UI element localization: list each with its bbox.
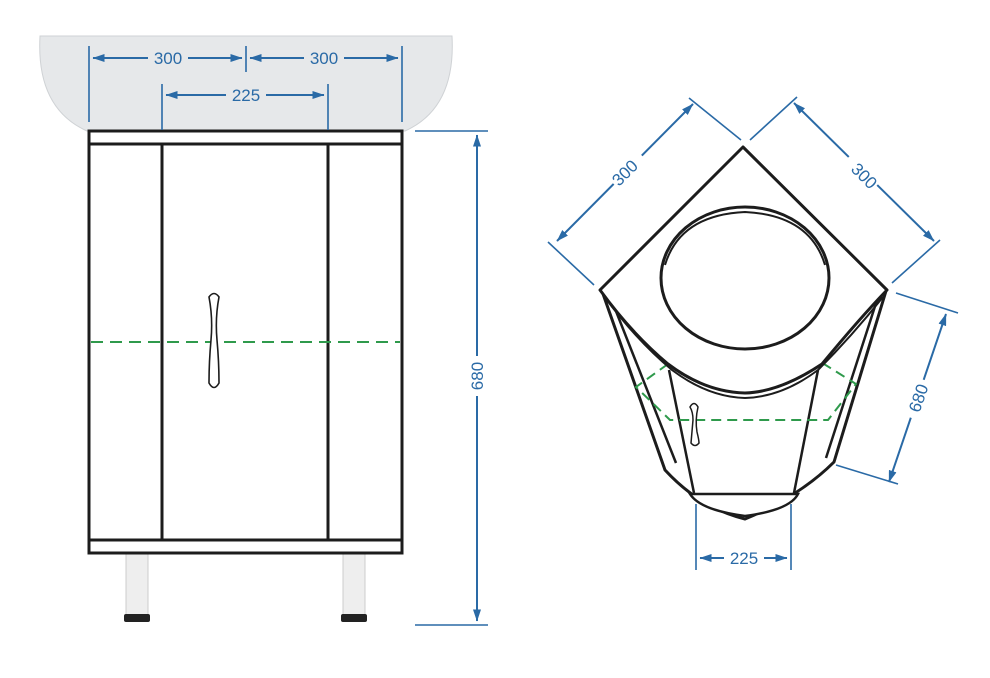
- basin-outer: [659, 205, 831, 351]
- door-right-edge: [792, 369, 820, 494]
- right-foot: [341, 614, 367, 622]
- right-leg: [342, 553, 366, 617]
- front-width-label: 225: [730, 549, 758, 568]
- cabinet-left-inner-edge: [608, 295, 678, 464]
- door-handle: [208, 292, 220, 389]
- width-left-label: 300: [154, 49, 182, 68]
- width-right-label: 300: [310, 49, 338, 68]
- door-left-edge: [667, 369, 696, 494]
- left-leg: [125, 553, 149, 617]
- top-view-door-handle: [689, 402, 700, 447]
- cabinet-right-inner-edge: [824, 296, 880, 459]
- depth-label: 680: [905, 382, 932, 415]
- top-extension-lines: [547, 96, 959, 570]
- door-bottom-curve: [687, 492, 801, 518]
- door-width-label: 225: [232, 86, 260, 105]
- left-foot: [124, 614, 150, 622]
- top-view: 300 300 680 225: [547, 96, 959, 570]
- front-extension-lines: [88, 46, 488, 626]
- corner-top-thickness: [603, 295, 884, 400]
- top-view-shelf: [634, 363, 858, 421]
- height-label: 680: [468, 362, 487, 390]
- front-view: 300 300 225 680: [39, 35, 488, 626]
